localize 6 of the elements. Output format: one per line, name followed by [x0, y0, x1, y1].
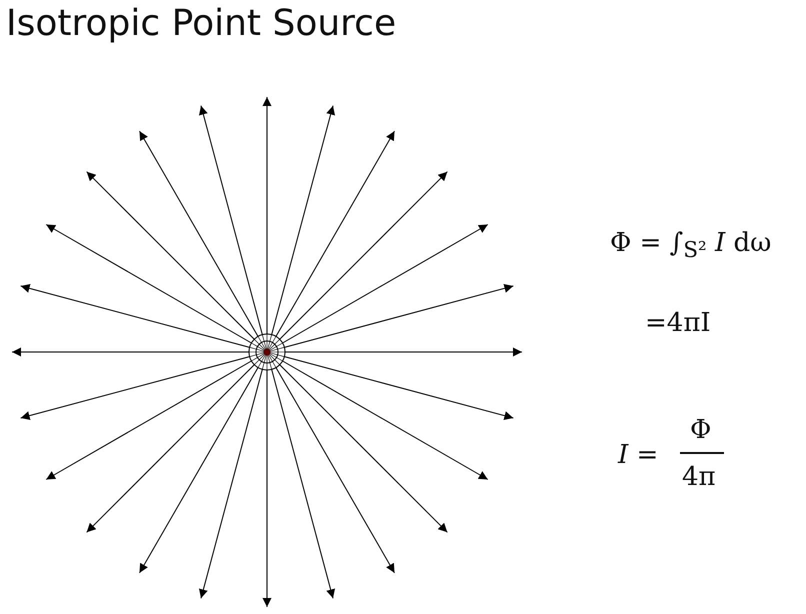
formula: =4πI — [645, 308, 711, 338]
fraction-numerator: Φ — [690, 415, 712, 445]
title: Isotropic Point Source — [6, 2, 396, 46]
formula: Φ = ∫$_{S²}$ I dω — [610, 228, 772, 264]
formula: I = — [618, 440, 658, 470]
fraction-denominator: 4π — [682, 462, 716, 492]
